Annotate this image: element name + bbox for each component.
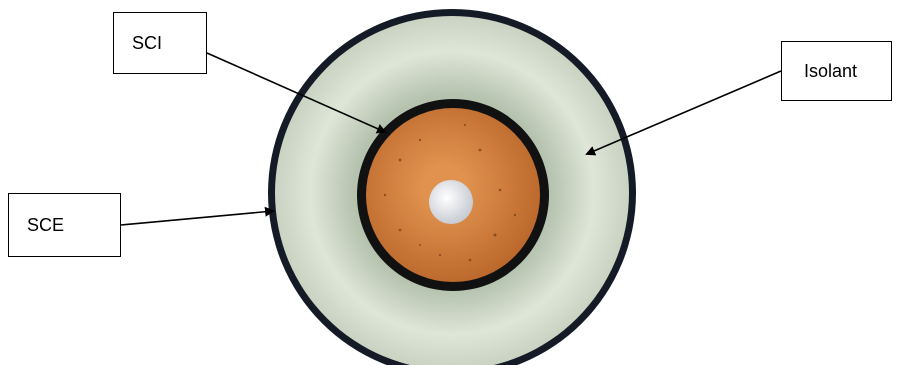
label-sci-text: SCI <box>132 33 162 54</box>
label-sce: SCE <box>8 193 121 257</box>
label-sce-text: SCE <box>27 215 64 236</box>
label-isolant-text: Isolant <box>804 61 857 82</box>
label-isolant: Isolant <box>781 41 892 101</box>
label-sci: SCI <box>113 12 207 74</box>
arrow-sce <box>121 211 273 225</box>
central-core <box>429 180 473 224</box>
